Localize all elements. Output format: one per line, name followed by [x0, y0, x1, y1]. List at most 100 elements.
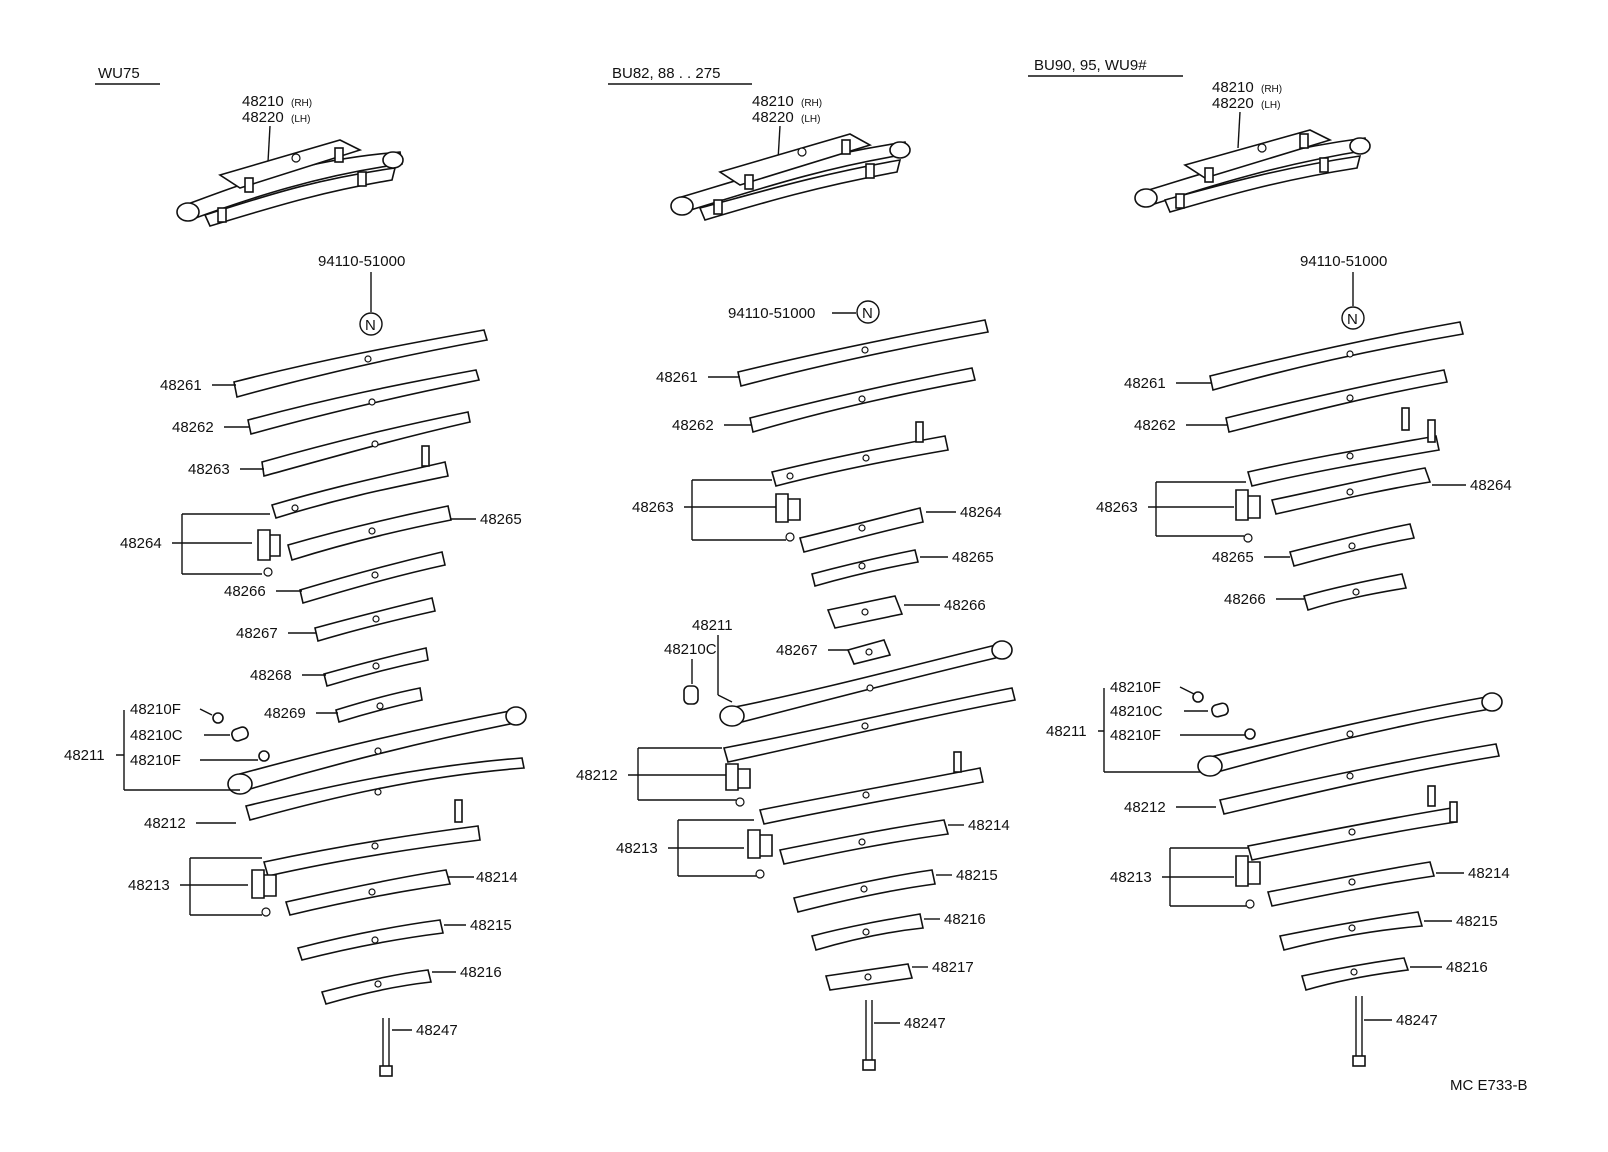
clip-icon: [725, 763, 751, 791]
part-label: 48261: [1124, 375, 1166, 392]
n-mark-icon: [359, 312, 383, 336]
leader-line: [717, 694, 733, 703]
bushing-icon: [258, 750, 270, 762]
bracket-line: [1098, 688, 1208, 773]
assembly-rh-suffix: (RH): [1261, 84, 1282, 95]
n-mark-text: N: [1347, 311, 1358, 328]
part-label: 48214: [968, 817, 1010, 834]
bracket-line: [180, 857, 262, 916]
part-label: 48265: [952, 549, 994, 566]
part-label: 48247: [1396, 1012, 1438, 1029]
n-mark-text: N: [862, 305, 873, 322]
column-bu82: BU82, 88 . . 275 48210 (RH) 48220 (LH) 9…: [576, 65, 1016, 1071]
bolt-label: 94110-51000: [1300, 253, 1387, 270]
part-label: 48212: [144, 815, 186, 832]
bushing-icon: [212, 712, 224, 724]
bushing-icon: [231, 726, 249, 742]
assembly-rh-suffix: (RH): [801, 98, 822, 109]
part-label: 48263: [1096, 499, 1138, 516]
part-label: 48261: [656, 369, 698, 386]
assembly-rh-label: 48210: [242, 93, 284, 110]
leader-line: [1237, 111, 1241, 149]
leader-line: [267, 125, 271, 163]
part-label: 48210C: [664, 641, 717, 658]
part-label: 48264: [960, 504, 1002, 521]
bolt-label: 94110-51000: [318, 253, 405, 270]
part-label: 48261: [160, 377, 202, 394]
bracket-line: [172, 513, 270, 575]
part-label: 48215: [1456, 913, 1498, 930]
part-label: 48262: [672, 417, 714, 434]
part-label: 48217: [932, 959, 974, 976]
center-bolt-icon: [862, 1000, 876, 1071]
clip-icon: [747, 829, 773, 859]
part-label: 48210F: [1110, 727, 1161, 744]
leaf-spring-assembly-icon: [176, 139, 404, 227]
bracket-line: [1148, 481, 1246, 537]
bracket-line: [684, 479, 786, 541]
center-bolt-icon: [379, 1018, 393, 1077]
rivet-icon: [261, 907, 271, 917]
part-label: 48263: [188, 461, 230, 478]
clip-icon: [251, 869, 277, 899]
part-label: 48266: [224, 583, 266, 600]
n-mark-text: N: [365, 317, 376, 334]
rivet-icon: [1245, 899, 1255, 909]
part-label: 48211: [64, 747, 105, 764]
leaf-stack: [737, 319, 989, 487]
part-label: 48262: [1134, 417, 1176, 434]
bracket-line: [668, 819, 756, 877]
assembly-lh-label: 48220: [242, 109, 284, 126]
leaf-spring-assembly-icon: [1134, 129, 1371, 213]
assembly-rh-label: 48210: [1212, 79, 1254, 96]
part-label: 48211: [1046, 723, 1087, 740]
column-title: WU75: [98, 65, 140, 82]
clip-icon: [1235, 855, 1261, 887]
part-label: 48213: [128, 877, 170, 894]
part-label: 48247: [904, 1015, 946, 1032]
part-label: 48210C: [130, 727, 183, 744]
part-label: 48214: [476, 869, 518, 886]
part-label: 48210F: [130, 752, 181, 769]
bolt-label: 94110-51000: [728, 305, 815, 322]
part-label: 48211: [692, 617, 733, 634]
part-label: 48210F: [1110, 679, 1161, 696]
assembly-lh-suffix: (LH): [291, 114, 310, 125]
part-label: 48213: [1110, 869, 1152, 886]
part-label: 48266: [1224, 591, 1266, 608]
part-label: 48265: [480, 511, 522, 528]
part-label: 48212: [1124, 799, 1166, 816]
assembly-rh-suffix: (RH): [291, 98, 312, 109]
clip-icon: [1235, 489, 1261, 521]
assembly-lh-label: 48220: [752, 109, 794, 126]
part-label: 48265: [1212, 549, 1254, 566]
part-label: 48216: [1446, 959, 1488, 976]
rivet-icon: [1243, 533, 1253, 543]
rivet-icon: [263, 567, 273, 577]
rivet-icon: [785, 532, 795, 542]
clip-icon: [775, 493, 801, 523]
part-label: 48213: [616, 840, 658, 857]
assembly-rh-label: 48210: [752, 93, 794, 110]
part-label: 48263: [632, 499, 674, 516]
part-label: 48267: [236, 625, 278, 642]
part-label: 48262: [172, 419, 214, 436]
part-label: 48264: [1470, 477, 1512, 494]
part-label: 48216: [944, 911, 986, 928]
part-label: 48215: [956, 867, 998, 884]
column-wu75: WU75 48210 (RH) 48220 (LH) 94110-51000 N: [64, 65, 527, 1077]
part-label: 48267: [776, 642, 818, 659]
bushing-icon: [1192, 691, 1204, 703]
part-label: 48266: [944, 597, 986, 614]
part-label: 48269: [264, 705, 306, 722]
clip-icon: [257, 529, 281, 561]
part-label: 48212: [576, 767, 618, 784]
column-title: BU82, 88 . . 275: [612, 65, 720, 82]
bracket-line: [116, 710, 240, 791]
rivet-icon: [735, 797, 745, 807]
part-label: 48210F: [130, 701, 181, 718]
leader-line: [1179, 686, 1195, 695]
bushing-icon: [1244, 728, 1256, 740]
